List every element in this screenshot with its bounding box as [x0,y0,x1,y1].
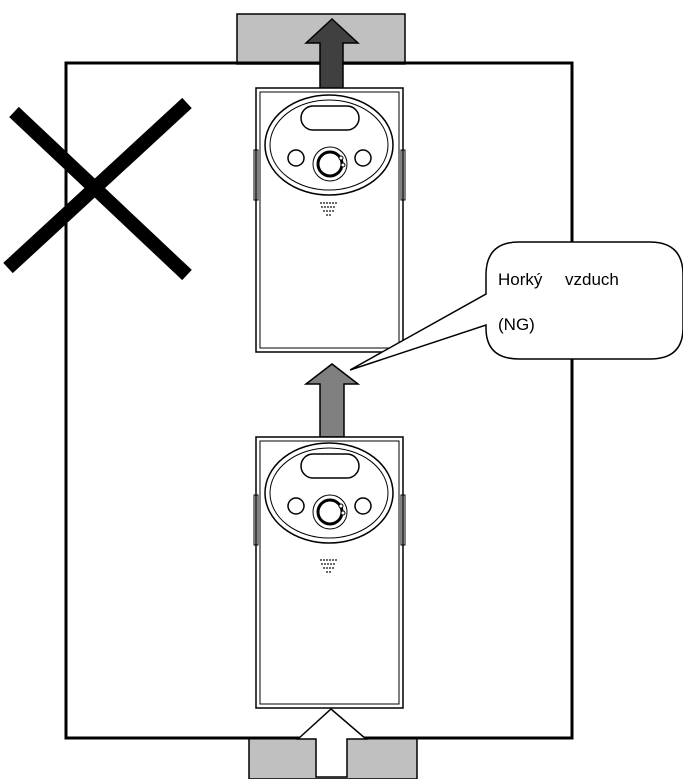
callout-line-2: (NG) [498,315,535,334]
small-indicator [338,155,344,161]
round-button-icon [354,149,372,167]
callout-bubble [349,241,683,371]
side-notch [400,149,406,201]
inverter-body-inner [259,91,400,349]
lower-inverter [253,436,406,709]
display-window-icon [300,453,360,479]
round-button-icon [287,497,305,515]
intake-arrow-icon [296,707,369,778]
hot-air-arrow-icon [303,363,361,438]
callout-word-2: vzduch [565,270,619,289]
upper-inverter [253,87,406,353]
round-button-icon [354,497,372,515]
keypad-panel-inner [269,447,389,539]
inverter-body-inner [259,440,400,705]
vent-dots-icon [320,202,337,216]
inverter-body [255,87,404,353]
dial-knob-icon [316,498,344,526]
small-indicator [340,162,346,168]
dial-knob-icon [316,150,344,178]
keypad-panel [264,94,394,196]
exhaust-arrow-icon [304,17,360,90]
small-indicator [340,510,346,516]
small-indicator [338,503,344,509]
not-allowed-cross-icon [3,97,192,281]
display-window-icon [300,105,360,131]
side-notch [253,149,259,201]
side-notch [253,494,259,546]
keypad-panel [264,442,394,544]
vent-dots-icon [320,559,337,573]
round-button-icon [287,149,305,167]
side-notch [400,494,406,546]
callout-word-1: Horký [498,270,543,289]
keypad-panel-inner [269,99,389,191]
